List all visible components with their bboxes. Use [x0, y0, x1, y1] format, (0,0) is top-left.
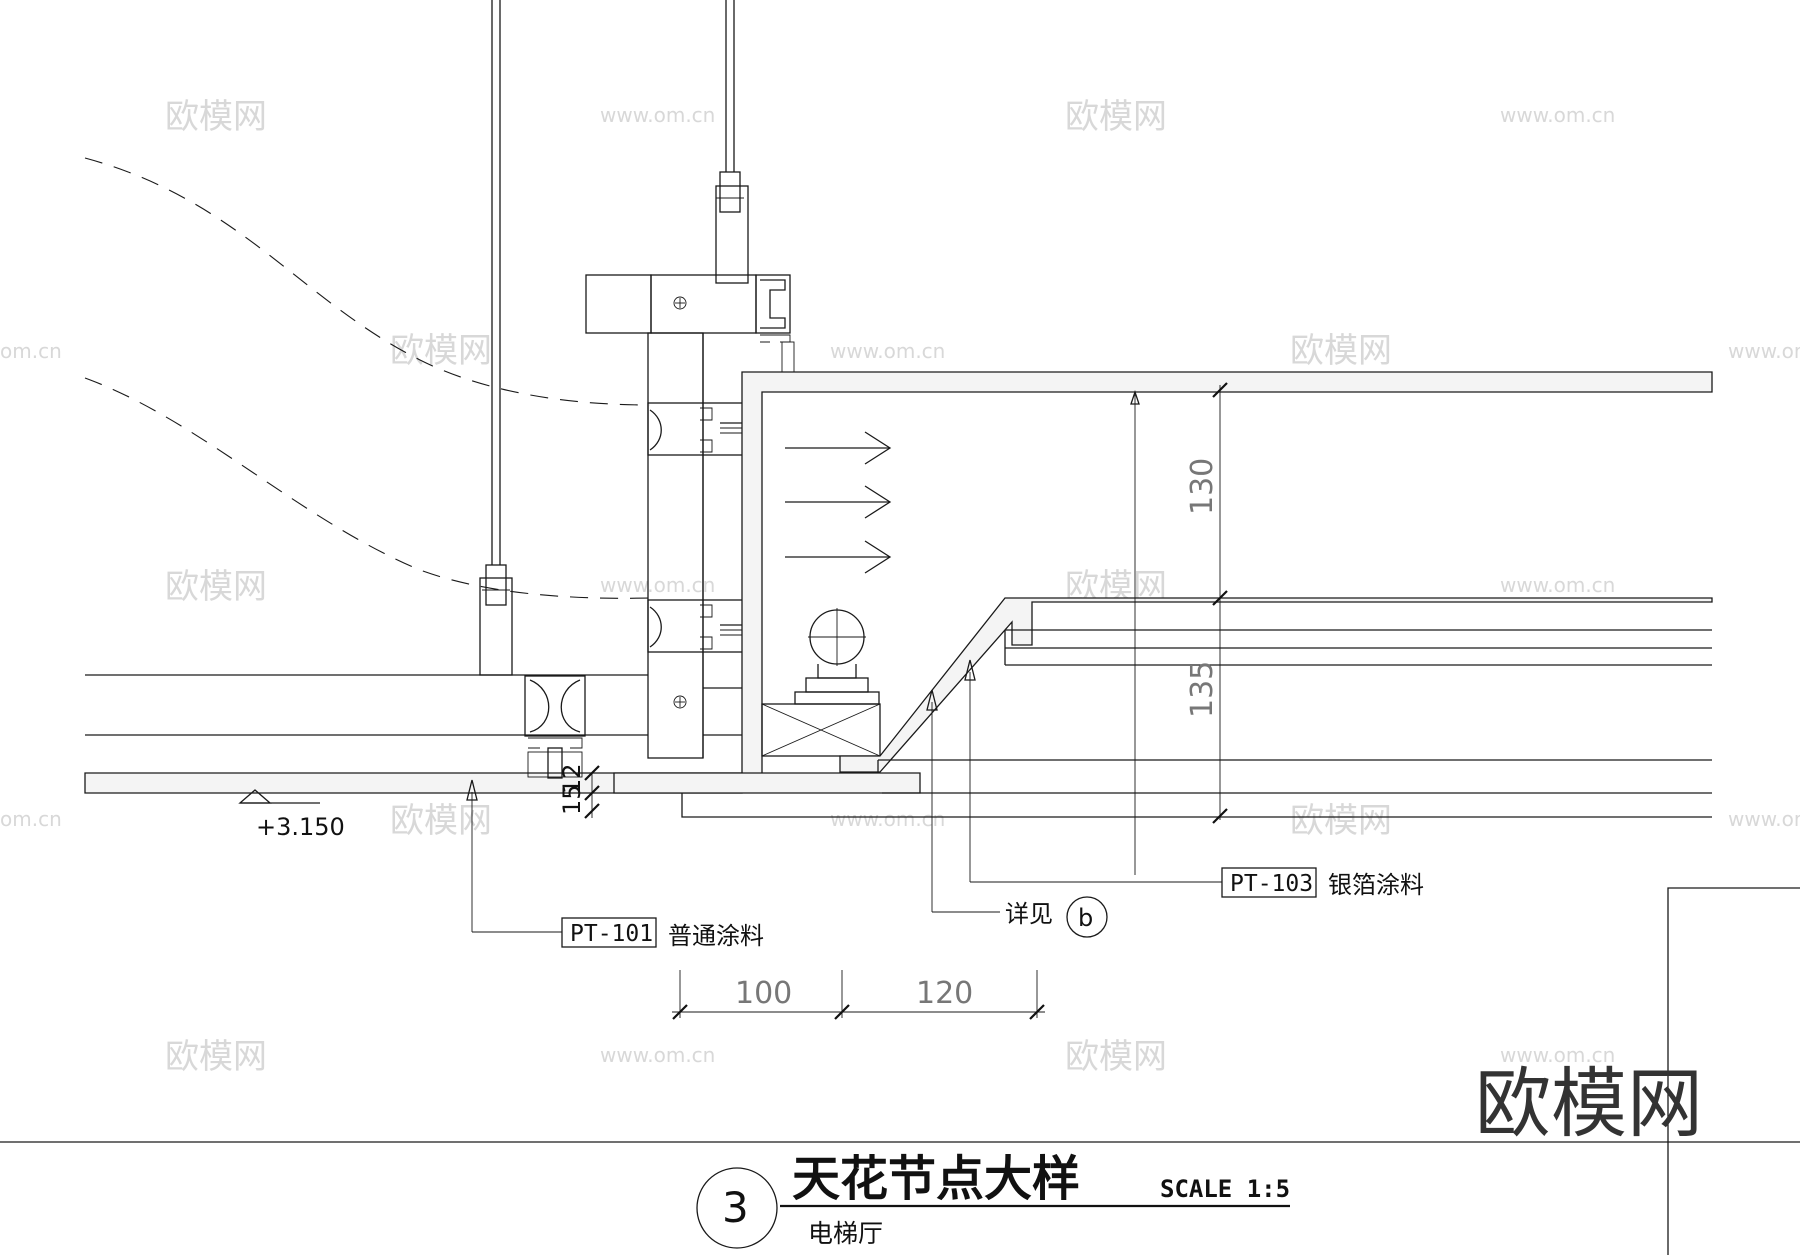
bottom-channel-clip: [524, 675, 586, 779]
watermark-url: www.om.cn: [830, 807, 945, 831]
dim-vertical-130: 130: [1185, 458, 1220, 515]
small-dimensions: 15 12: [558, 763, 600, 819]
dim-small-12: 12: [558, 763, 586, 794]
watermark-url: www.om.cn: [1500, 573, 1615, 597]
pt103-description: 银箔涂料: [1328, 871, 1424, 899]
watermark-cn: 欧模网: [165, 1037, 267, 1077]
watermark-cn: 欧模网: [390, 331, 492, 371]
dim-horizontal-100: 100: [735, 976, 792, 1011]
lower-board-step: [613, 772, 1712, 818]
vertical-dimensions: 130 135: [1130, 382, 1228, 875]
watermark-url: www.om.cn: [1728, 339, 1800, 363]
watermark-cn: 欧模网: [1290, 331, 1392, 371]
watermark-url: www.om.cn: [600, 573, 715, 597]
site-logo: 欧模网: [1475, 1059, 1703, 1148]
pt101-description: 普通涂料: [668, 922, 764, 950]
level-mark-text: +3.150: [256, 813, 345, 841]
drawing-title: 天花节点大样: [792, 1151, 1080, 1207]
light-fixture: [761, 608, 881, 757]
dim-small-15: 15: [558, 784, 586, 815]
diagonal-cornice-profile: [839, 597, 1713, 773]
detail-ref-letter: b: [1078, 904, 1093, 932]
watermark-url: www.om.cn: [1728, 807, 1800, 831]
pt101-code: PT-101: [570, 921, 653, 947]
watermark-url: om.cn: [0, 807, 62, 831]
upper-frame-block: [585, 274, 795, 373]
drawing-scale: SCALE 1:5: [1160, 1175, 1290, 1203]
watermark-url: www.om.cn: [1500, 103, 1615, 127]
watermark-cn: 欧模网: [1065, 97, 1167, 137]
dim-vertical-135: 135: [1185, 661, 1220, 718]
watermark-cn: 欧模网: [390, 801, 492, 841]
level-mark: +3.150: [238, 789, 345, 841]
watermark-url: www.om.cn: [600, 103, 715, 127]
callout-detail-b: 详见 b: [926, 689, 1108, 938]
watermark-cn: 欧模网: [1065, 1037, 1167, 1077]
watermark-url: www.om.cn: [1500, 1043, 1615, 1067]
title-block: 3 天花节点大样 SCALE 1:5 电梯厅: [0, 887, 1800, 1255]
watermark-url: om.cn: [0, 339, 62, 363]
watermark-cn: 欧模网: [1290, 801, 1392, 841]
drawing-number: 3: [722, 1183, 749, 1232]
hanger-rod-right: [715, 0, 749, 284]
detail-ref-text: 详见: [1005, 900, 1053, 928]
watermark-url: www.om.cn: [600, 1043, 715, 1067]
watermark-url: www.om.cn: [830, 339, 945, 363]
dim-horizontal-120: 120: [916, 976, 973, 1011]
pt103-code: PT-103: [1230, 871, 1313, 897]
swing-curve-lower: [84, 377, 651, 599]
watermark-cn: 欧模网: [165, 97, 267, 137]
drawing-subtitle: 电梯厅: [808, 1219, 883, 1248]
watermark-layer: 欧模网 www.om.cn 欧模网 www.om.cn om.cn 欧模网 ww…: [0, 97, 1800, 1077]
watermark-cn: 欧模网: [165, 567, 267, 607]
airflow-arrows: [785, 431, 892, 574]
swing-curve-upper: [84, 157, 651, 406]
callout-pt101: PT-101 普通涂料: [466, 779, 764, 950]
stepped-cornice-lines: [877, 629, 1712, 793]
vertical-frame-column: [647, 332, 745, 759]
horizontal-dimensions: 100 120: [672, 970, 1045, 1020]
callout-pt103: PT-103 银箔涂料: [964, 659, 1424, 899]
